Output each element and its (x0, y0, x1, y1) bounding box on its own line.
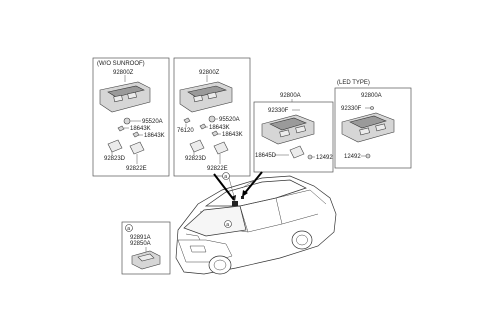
panel-standard: 92800Z 95520A 76120 18643K 18643K 92823D… (173, 57, 251, 177)
callout-letter: a (224, 174, 227, 180)
overhead-console-housing (179, 81, 233, 113)
callout-marker (224, 220, 232, 228)
assembly-number: 92800A (280, 93, 301, 99)
leader-arrow (213, 173, 235, 201)
panel-led-type: (LED TYPE) 92800A 92330F 12492 (334, 80, 412, 169)
socket-icon (117, 125, 125, 132)
panel-frame (253, 101, 334, 173)
front-wheel (208, 255, 232, 275)
room-lamp-housing (261, 114, 315, 145)
socket-icon (132, 131, 140, 138)
car-illustration: a a (175, 171, 337, 275)
callout-marker (125, 224, 133, 232)
part-label: 92823D (185, 156, 207, 162)
lens-right (213, 141, 229, 155)
part-label: 18643K (222, 132, 243, 138)
lens-left (189, 139, 205, 153)
part-label: 95520A (219, 117, 240, 123)
overhead-console-housing (99, 81, 151, 113)
part-label: 92822E (207, 166, 228, 172)
console-position-marker (232, 201, 238, 206)
screw-icon (307, 154, 313, 160)
lens-right (129, 141, 145, 155)
panel-header: (LED TYPE) (337, 80, 370, 86)
callout-marker (222, 172, 230, 180)
part-label: 18643K (130, 126, 151, 132)
socket-icon (199, 123, 207, 130)
panel-frame (121, 221, 171, 275)
panel-room-lamp: 92800A 92330F 18645D 12492 (253, 93, 334, 173)
part-label: 12492 (316, 155, 333, 161)
panel-header: (W/O SUNROOF) (97, 61, 145, 67)
vanity-lamp (131, 250, 161, 270)
assembly-number: 92800Z (113, 70, 134, 76)
clip-icon (183, 117, 191, 124)
rear-wheel (291, 230, 313, 250)
socket-icon (211, 130, 219, 137)
bulb-icon (123, 117, 131, 125)
leader-arrow (243, 171, 263, 195)
part-label: 76120 (177, 128, 194, 134)
callout-letter: a (226, 222, 229, 228)
led-room-lamp-housing (341, 112, 395, 143)
panel-callout-a: a 92891A 92850A (121, 221, 171, 275)
assembly-number: 92800A (361, 93, 382, 99)
lens-left (107, 139, 123, 153)
part-label: 92330F (268, 108, 289, 114)
part-label: 92823D (104, 156, 126, 162)
panel-frame (334, 87, 412, 169)
part-label: 92330F (341, 106, 362, 112)
bulb-icon (208, 115, 216, 123)
part-label: 92891A (130, 235, 151, 241)
panel-frame (92, 57, 170, 177)
panel-wo-sunroof: (W/O SUNROOF) 92800Z 95520A 18643K 18643… (92, 57, 170, 177)
screw-icon (370, 106, 374, 110)
part-label: 95520A (142, 119, 163, 125)
part-label: 18645D (255, 153, 277, 159)
part-label: 18643K (144, 133, 165, 139)
panel-frame (173, 57, 251, 177)
lens (289, 145, 305, 159)
part-label: 92850A (130, 241, 151, 247)
part-label: 12492 (344, 154, 361, 160)
callout-letter: a (127, 226, 130, 232)
room-lamp-position-marker (241, 196, 244, 199)
assembly-number: 92800Z (199, 70, 220, 76)
part-label: 92822E (126, 166, 147, 172)
screw-icon (365, 153, 371, 159)
part-label: 18643K (209, 125, 230, 131)
